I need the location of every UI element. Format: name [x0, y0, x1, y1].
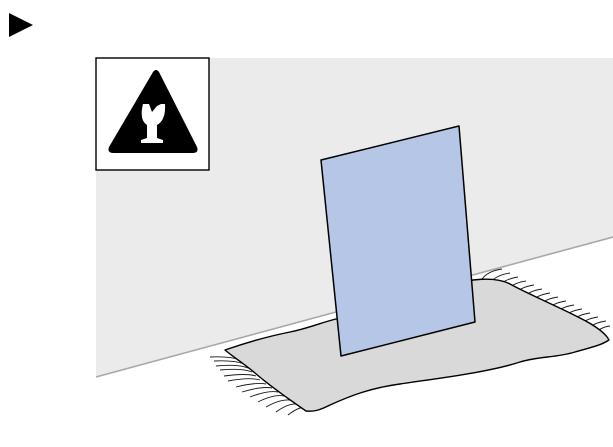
glass-panel	[321, 126, 475, 356]
fragile-glass-warning-icon	[96, 58, 209, 170]
